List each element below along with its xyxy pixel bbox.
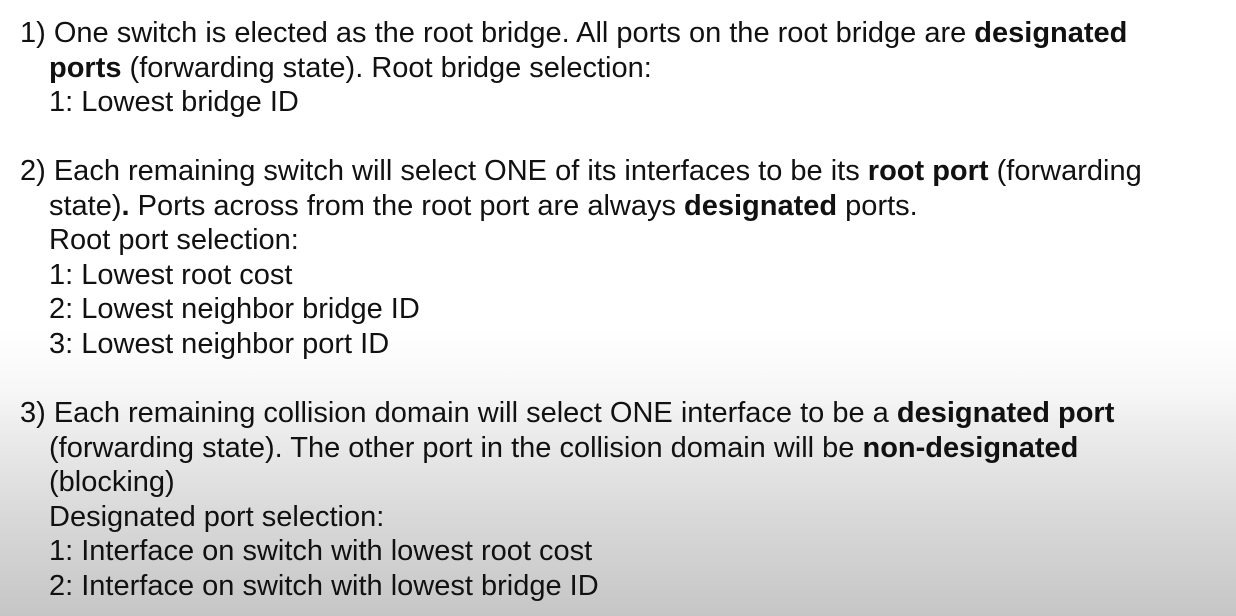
text-segment: 2: Lowest neighbor bridge ID [49, 293, 420, 325]
text-segment: 1) One switch is elected as the root bri… [20, 17, 975, 49]
text-line: 3: Lowest neighbor port ID [20, 327, 1232, 362]
text-line: ports (forwarding state). Root bridge se… [20, 51, 1232, 86]
text-line: (blocking) [20, 465, 1232, 500]
bold-term: non-designated [862, 431, 1079, 464]
text-line: 2: Lowest neighbor bridge ID [20, 292, 1232, 327]
text-line: state). Ports across from the root port … [20, 189, 1232, 224]
point-1-root-bridge: 1) One switch is elected as the root bri… [20, 16, 1232, 120]
text-segment: Designated port selection: [49, 500, 385, 533]
text-segment: Root port selection: [49, 224, 299, 256]
bold-term: ports [49, 51, 122, 84]
bold-term: designated [974, 17, 1128, 49]
text-line: Root port selection: [20, 223, 1232, 258]
text-segment: (forwarding state). The other port in th… [49, 431, 863, 464]
text-line: 2: Interface on switch with lowest bridg… [20, 569, 1232, 604]
text-segment: 1: Interface on switch with lowest root … [49, 535, 593, 567]
text-segment: Ports across from the root port are alwa… [129, 189, 685, 222]
text-line: 1: Lowest root cost [20, 258, 1232, 293]
text-line: 1) One switch is elected as the root bri… [20, 16, 1232, 51]
point-2-root-port: 2) Each remaining switch will select ONE… [20, 154, 1232, 361]
text-segment: (blocking) [49, 466, 175, 498]
text-segment: 3) Each remaining collision domain will … [20, 397, 897, 429]
text-segment: state) [49, 189, 122, 222]
text-segment: (forwarding state). Root bridge selectio… [121, 51, 652, 84]
text-line: 3) Each remaining collision domain will … [20, 396, 1232, 431]
text-segment: 1: Lowest root cost [49, 258, 293, 291]
text-segment: 2: Interface on switch with lowest bridg… [49, 569, 599, 602]
bold-term: root port [867, 155, 989, 187]
text-segment: 1: Lowest bridge ID [49, 86, 299, 118]
text-segment: 3: Lowest neighbor port ID [49, 327, 390, 360]
text-line: (forwarding state). The other port in th… [20, 431, 1232, 466]
text-line: 1: Interface on switch with lowest root … [20, 534, 1232, 569]
point-3-designated-port: 3) Each remaining collision domain will … [20, 396, 1232, 603]
text-line: 1: Lowest bridge ID [20, 85, 1232, 120]
bold-term: designated [684, 189, 838, 222]
text-segment: ports. [837, 189, 918, 222]
text-segment: (forwarding [988, 155, 1142, 187]
text-line: 2) Each remaining switch will select ONE… [20, 154, 1232, 189]
text-segment: 2) Each remaining switch will select ONE… [20, 155, 868, 187]
bold-term: . [121, 189, 130, 222]
text-line: Designated port selection: [20, 500, 1232, 535]
bold-term: designated port [896, 397, 1115, 429]
